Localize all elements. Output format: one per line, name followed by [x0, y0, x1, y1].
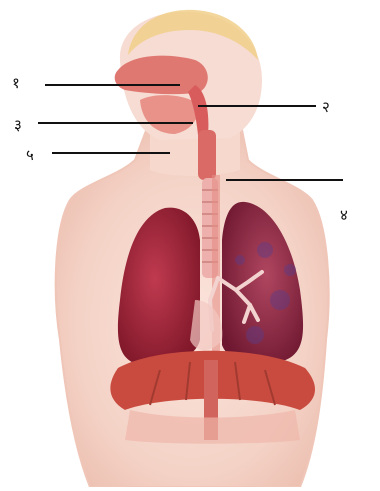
- label-5: ५: [26, 148, 34, 163]
- larynx: [198, 130, 216, 180]
- label-1: १: [12, 76, 20, 91]
- label-2: २: [322, 100, 330, 115]
- label-3: ३: [14, 118, 22, 133]
- label-4: ४: [340, 208, 348, 223]
